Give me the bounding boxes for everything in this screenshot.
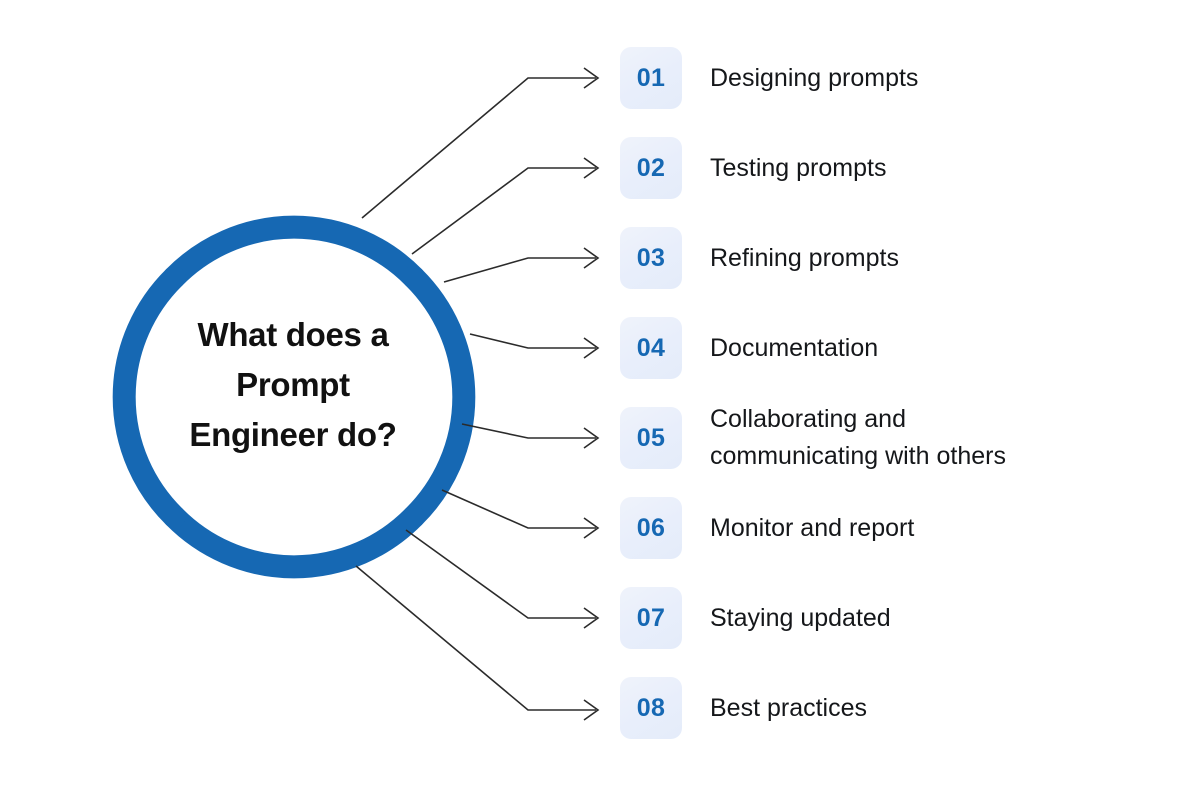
step-label: Collaborating and communicating with oth… [710, 405, 1006, 470]
step-label: Refining prompts [710, 243, 899, 272]
connector-arrow-04 [583, 337, 600, 359]
step-number: 03 [636, 243, 666, 272]
step-number: 02 [636, 153, 666, 182]
step-badge-01: 01 [620, 47, 682, 109]
title-line-2: Prompt [236, 366, 350, 403]
list-item[interactable]: 04 Documentation [620, 310, 1180, 400]
step-label: Monitor and report [710, 513, 915, 542]
central-ring [104, 207, 484, 587]
steps-list: 01 Designing prompts 02 Testing prompts … [620, 40, 1180, 760]
connector-arrow-08 [583, 699, 600, 721]
connector-arrow-05 [583, 427, 600, 449]
step-badge-02: 02 [620, 137, 682, 199]
step-number: 06 [636, 513, 666, 542]
connector-arrow-01 [583, 67, 600, 89]
step-label: Best practices [710, 693, 868, 722]
connector-arrow-03 [583, 247, 600, 269]
step-label: Testing prompts [710, 153, 887, 182]
ring-arc-right [402, 265, 476, 529]
connector-line-01 [361, 77, 596, 219]
step-label: Documentation [710, 333, 879, 362]
step-badge-03: 03 [620, 227, 682, 289]
list-item[interactable]: 03 Refining prompts [620, 220, 1180, 310]
connector-arrow-07 [583, 607, 600, 629]
step-badge-04: 04 [620, 317, 682, 379]
step-label: Designing prompts [710, 63, 919, 92]
connector-line-04 [469, 333, 596, 349]
list-item[interactable]: 01 Designing prompts [620, 40, 1180, 130]
title-line-3: Engineer do? [189, 416, 397, 453]
step-badge-07: 07 [620, 587, 682, 649]
connector-arrow-06 [583, 517, 600, 539]
list-item[interactable]: 05 Collaborating and communicating with … [620, 400, 1180, 490]
step-number: 05 [636, 423, 666, 452]
list-item[interactable]: 02 Testing prompts [620, 130, 1180, 220]
list-item[interactable]: 07 Staying updated [620, 580, 1180, 670]
connector-arrow-02 [583, 157, 600, 179]
step-label: Staying updated [710, 603, 891, 632]
step-number: 07 [636, 603, 666, 632]
ring-arc-bottom [162, 505, 426, 579]
ring-svg [112, 215, 476, 579]
ring-arc-left [112, 265, 186, 529]
step-badge-06: 06 [620, 497, 682, 559]
step-badge-08: 08 [620, 677, 682, 739]
step-number: 08 [636, 693, 666, 722]
title-line-1: What does a [197, 316, 389, 353]
list-item[interactable]: 08 Best practices [620, 670, 1180, 760]
connector-line-08 [355, 565, 596, 711]
ring-arc-top [162, 215, 426, 289]
step-number: 04 [636, 333, 666, 362]
page-title: What does a Prompt Engineer do? [143, 310, 443, 460]
step-number: 01 [636, 63, 666, 92]
list-item[interactable]: 06 Monitor and report [620, 490, 1180, 580]
step-badge-05: 05 [620, 407, 682, 469]
